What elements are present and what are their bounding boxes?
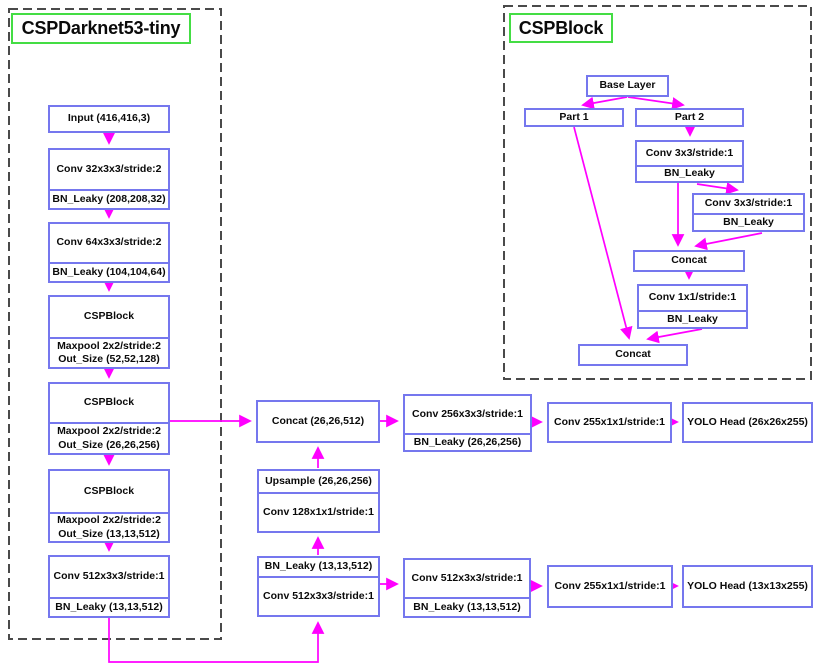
node-concat-26: Concat (26,26,512) (256, 400, 380, 443)
conv-label: Conv 512x3x3/stride:1 (411, 571, 523, 584)
conv-label: Conv 1x1/stride:1 (648, 291, 737, 304)
concat-label: Concat (26,26,512) (271, 414, 365, 427)
conv-label: Conv 512x3x3/stride:1 (259, 576, 378, 615)
conv-label: Conv 64x3x3/stride:2 (56, 236, 162, 249)
bn-leaky-label: BN_Leaky (26,26,256) (405, 433, 530, 450)
node-input-label: Input (416,416,3) (67, 112, 151, 125)
bn-leaky-label: BN_Leaky (639, 310, 746, 327)
conv-label: Conv 3x3/stride:1 (645, 146, 734, 159)
node-input: Input (416,416,3) (48, 105, 170, 133)
outsize-label: Out_Size (52,52,128) (58, 353, 160, 365)
bn-leaky-label: BN_Leaky (13,13,512) (264, 560, 373, 573)
node-upsample: Upsample (26,26,256) Conv 128x1x1/stride… (257, 469, 380, 533)
cspblock-detail: Maxpool 2x2/stride:2 Out_Size (13,13,512… (50, 512, 168, 541)
cspblock-detail: Maxpool 2x2/stride:2 Out_Size (52,52,128… (50, 337, 168, 367)
node-head13-conv255: Conv 255x1x1/stride:1 (547, 565, 673, 608)
conv-label: Conv 512x3x3/stride:1 (53, 570, 165, 583)
node-conv512: Conv 512x3x3/stride:1 BN_Leaky (13,13,51… (48, 555, 170, 618)
yolo-head-label: YOLO Head (26x26x255) (687, 415, 808, 428)
concat-label: Concat (671, 254, 707, 267)
concat-label: Concat (615, 348, 651, 361)
node-part2: Part 2 (635, 108, 744, 127)
outsize-label: Out_Size (13,13,512) (58, 527, 160, 540)
cspblock-label: CSPBlock (83, 484, 135, 497)
node-base-layer: Base Layer (586, 75, 669, 97)
conv-label: Conv 128x1x1/stride:1 (259, 492, 378, 531)
cspblock-container-border (503, 5, 812, 380)
outsize-label: Out_Size (26,26,256) (58, 438, 160, 451)
yolo-head-label: YOLO Head (13x13x255) (687, 579, 808, 592)
node-head26-conv255: Conv 255x1x1/stride:1 (547, 402, 672, 443)
maxpool-label: Maxpool 2x2/stride:2 (57, 425, 161, 438)
node-csp-conv-b: Conv 3x3/stride:1 BN_Leaky (692, 193, 805, 232)
backbone-container-border (8, 8, 222, 640)
node-part1: Part 1 (524, 108, 624, 127)
upsample-label: Upsample (26,26,256) (265, 474, 372, 487)
arrow-convb-concatmid (694, 232, 763, 251)
bn-leaky-label: BN_Leaky (13,13,512) (405, 597, 529, 616)
cspblock-detail: Maxpool 2x2/stride:2 Out_Size (26,26,256… (50, 422, 168, 453)
node-csp-concat-out: Concat (578, 344, 688, 366)
node-csp-conv1x1: Conv 1x1/stride:1 BN_Leaky (637, 284, 748, 329)
node-conv32: Conv 32x3x3/stride:2 BN_Leaky (208,208,3… (48, 148, 170, 210)
bn-leaky-label: BN_Leaky (104,104,64) (50, 262, 168, 281)
base-layer-label: Base Layer (599, 79, 656, 92)
arrow-base-part1 (581, 96, 628, 110)
node-cspblock-1: CSPBlock Maxpool 2x2/stride:2 Out_Size (… (48, 295, 170, 369)
part1-label: Part 1 (559, 110, 589, 123)
part2-label: Part 2 (674, 110, 705, 123)
cspblock-label: CSPBlock (83, 396, 135, 409)
bn-leaky-label: BN_Leaky (13,13,512) (50, 597, 168, 616)
conv-label: Conv 255x1x1/stride:1 (554, 579, 666, 592)
bn-leaky-label: BN_Leaky (694, 213, 803, 230)
node-csp-conv-a: Conv 3x3/stride:1 BN_Leaky (635, 140, 744, 183)
node-yolo-head-13: YOLO Head (13x13x255) (682, 565, 813, 608)
node-neck13: BN_Leaky (13,13,512) Conv 512x3x3/stride… (257, 556, 380, 617)
node-cspblock-2: CSPBlock Maxpool 2x2/stride:2 Out_Size (… (48, 382, 170, 455)
node-head26-conv: Conv 256x3x3/stride:1 BN_Leaky (26,26,25… (403, 394, 532, 452)
conv-label: Conv 256x3x3/stride:1 (412, 407, 523, 420)
node-csp-concat-mid: Concat (633, 250, 745, 272)
conv-label: Conv 32x3x3/stride:2 (56, 162, 162, 175)
cspblock-inset-title: CSPBlock (509, 13, 613, 43)
maxpool-label: Maxpool 2x2/stride:2 (57, 514, 161, 527)
node-yolo-head-26: YOLO Head (26x26x255) (682, 402, 813, 443)
node-cspblock-3: CSPBlock Maxpool 2x2/stride:2 Out_Size (… (48, 469, 170, 543)
node-conv64: Conv 64x3x3/stride:2 BN_Leaky (104,104,6… (48, 222, 170, 283)
node-head13-conv: Conv 512x3x3/stride:1 BN_Leaky (13,13,51… (403, 558, 531, 618)
maxpool-label: Maxpool 2x2/stride:2 (57, 339, 161, 352)
arrow-base-part2 (627, 96, 685, 110)
conv-label: Conv 255x1x1/stride:1 (554, 415, 665, 428)
cspblock-label: CSPBlock (83, 310, 135, 323)
arrow-conva-convb (696, 182, 739, 195)
bn-leaky-label: BN_Leaky (208,208,32) (50, 189, 168, 208)
conv-label: Conv 3x3/stride:1 (704, 197, 793, 210)
arrow-conv512-neck13-route (108, 617, 325, 663)
bn-leaky-label: BN_Leaky (637, 165, 742, 181)
backbone-title: CSPDarknet53-tiny (11, 13, 191, 44)
arrow-part1-concatout (573, 126, 633, 340)
arrow-conv1x1-concatout (646, 328, 703, 344)
